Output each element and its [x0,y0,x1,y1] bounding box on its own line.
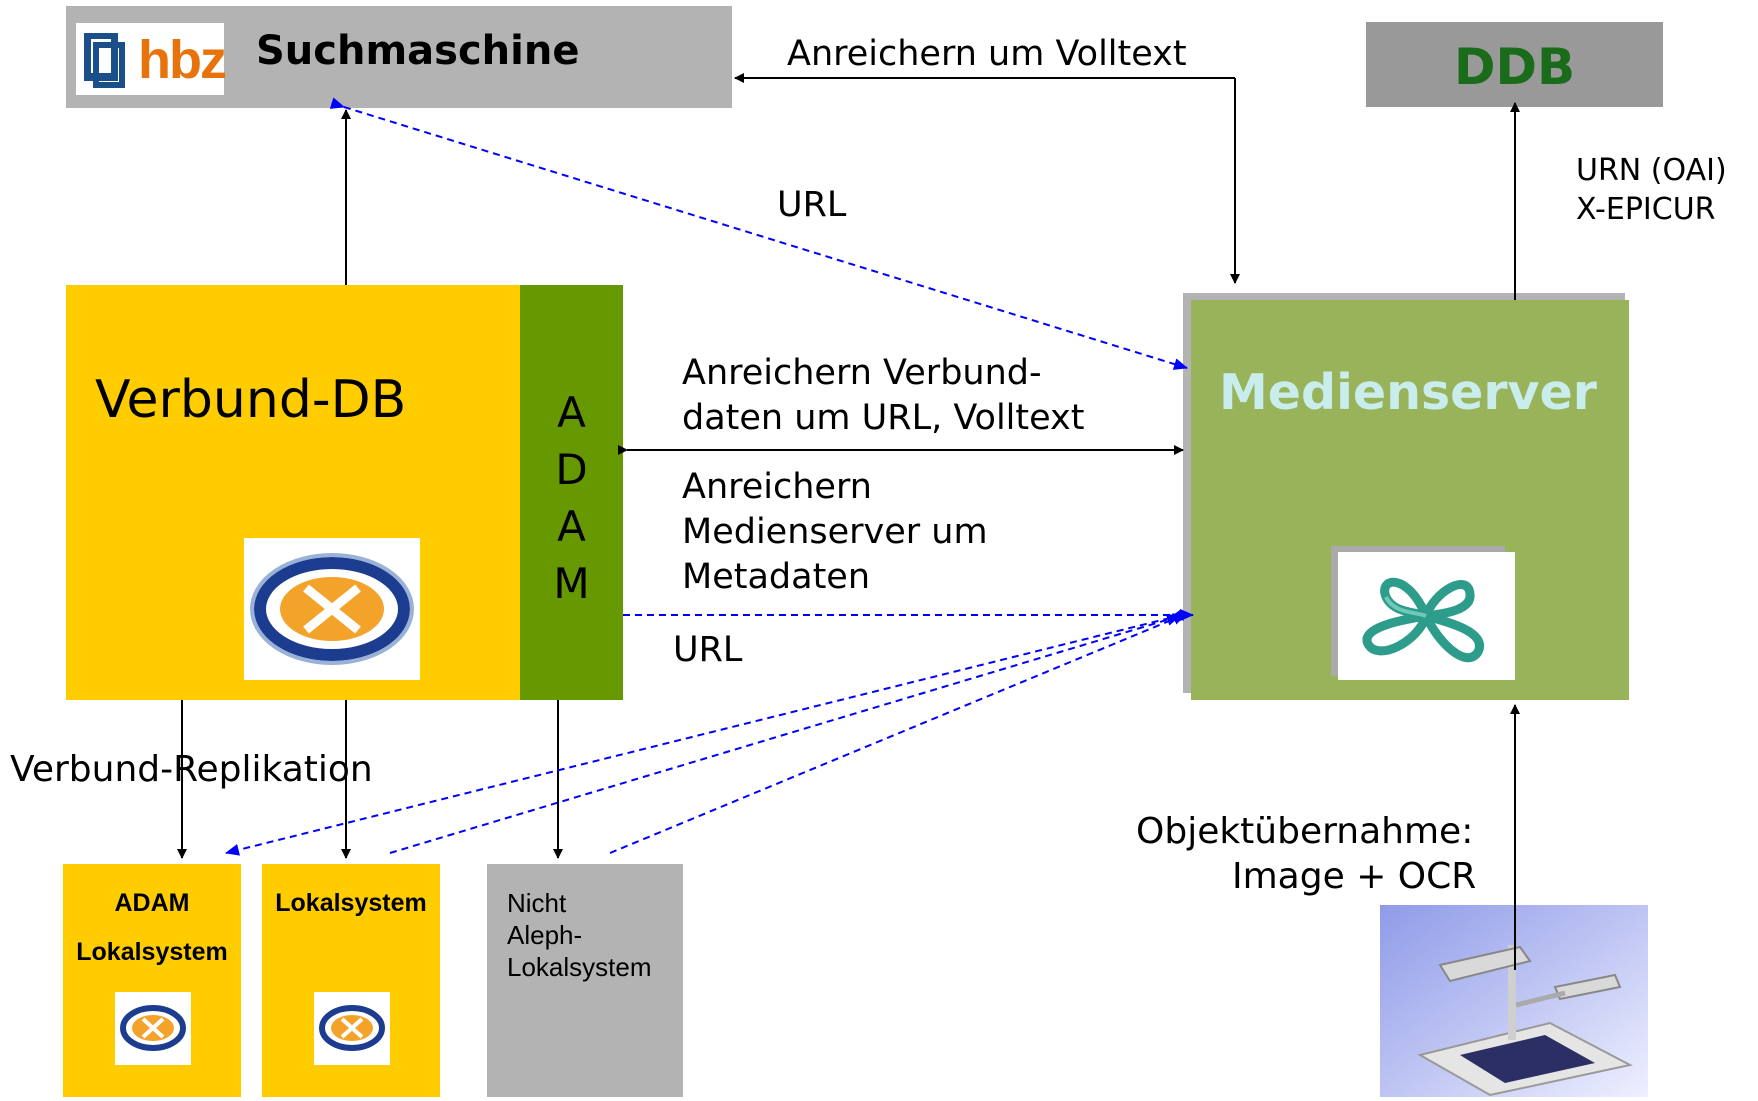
medienserver-box: Medienserver [1191,300,1629,700]
verbund-db-title: Verbund-DB [95,370,407,430]
ddb-title: DDB [1453,38,1576,96]
medienserver-logo-icon [1338,552,1515,680]
suchmaschine-title: Suchmaschine [256,28,580,74]
lokalsystem-box: Lokalsystem [262,864,440,1097]
nicht-aleph-line3: Lokalsystem [507,952,652,982]
label-meta-line1: Anreichern [682,467,872,507]
nicht-aleph-line2: Aleph- [507,920,583,950]
nicht-aleph-line1: Nicht [507,888,567,918]
dashed-url-lokal [389,613,1181,854]
adam-lokalsystem-line2: Lokalsystem [76,938,228,966]
label-verbund-replikation: Verbund-Replikation [10,749,373,790]
label-objekt-line2: Image + OCR [1232,856,1477,897]
nicht-aleph-lokalsystem-box: Nicht Aleph- Lokalsystem [487,864,683,1097]
adam-letter-m: M [553,559,590,608]
adam-letter-a1: A [557,388,586,437]
label-anreichern-volltext: Anreichern um Volltext [787,34,1187,74]
aleph-logo-icon [115,992,191,1065]
hbz-logo-icon: hbz [76,23,227,95]
dashed-url-search-medienserver [329,97,1188,370]
aleph-logo-icon [314,992,390,1065]
lokalsystem-line1: Lokalsystem [275,889,427,917]
label-url-mid: URL [673,630,743,670]
ddb-box: DDB [1366,22,1663,107]
label-meta-line3: Metadaten [682,557,871,597]
label-urn-line1: URN (OAI) [1576,153,1727,188]
label-verbund-line2: daten um URL, Volltext [682,398,1085,438]
adam-letter-a2: A [557,502,586,551]
dashed-url-adam-lokal [225,609,1185,856]
label-meta-line2: Medienserver um [682,512,988,552]
medienserver-title: Medienserver [1219,364,1597,421]
adam-lokalsystem-box: ADAM Lokalsystem [63,864,241,1097]
dashed-url-nicht-aleph [609,613,1187,854]
adam-letter-d: D [555,445,588,494]
suchmaschine-box: hbz Suchmaschine [66,6,732,108]
label-objekt-line1: Objektübernahme: [1136,811,1474,852]
hbz-logo-text: hbz [138,30,227,90]
adam-lokalsystem-line1: ADAM [114,889,190,917]
label-verbund-line1: Anreichern Verbund- [682,353,1042,393]
label-urn-line2: X-EPICUR [1576,192,1716,227]
label-url-top: URL [777,185,847,225]
